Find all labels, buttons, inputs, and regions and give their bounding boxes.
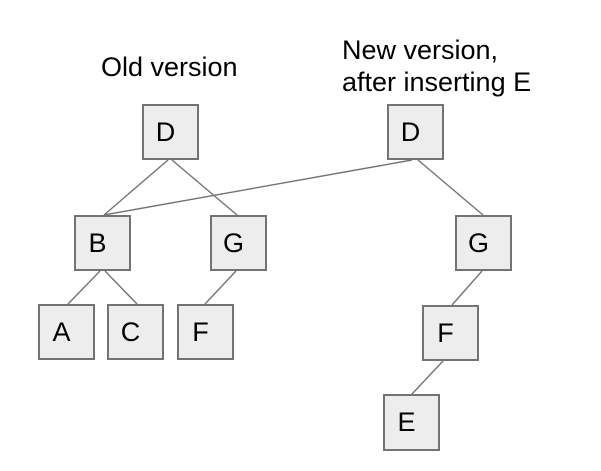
node-e: E (383, 394, 440, 451)
old-version-title: Old version (101, 52, 238, 82)
node-old-d: D (142, 104, 199, 160)
edge-oldD-oldG (171, 159, 238, 216)
edge-newF-e (411, 360, 444, 395)
edge-oldB-a (67, 270, 101, 305)
edge-newD-oldB (103, 159, 413, 216)
node-c: C (107, 304, 164, 360)
new-version-title: New version, after inserting E (342, 35, 532, 97)
edge-oldD-oldB (103, 159, 169, 216)
node-old-f: F (177, 304, 234, 360)
node-a: A (38, 304, 95, 360)
edge-oldG-oldF (204, 270, 237, 305)
edge-newG-newF (451, 270, 483, 306)
edge-newD-newG (417, 159, 484, 216)
node-new-f: F (422, 305, 479, 361)
node-new-g: G (455, 215, 512, 271)
node-old-b: B (74, 215, 131, 271)
node-new-d: D (387, 104, 444, 160)
node-old-g: G (210, 215, 267, 271)
edge-oldB-c (104, 270, 138, 305)
